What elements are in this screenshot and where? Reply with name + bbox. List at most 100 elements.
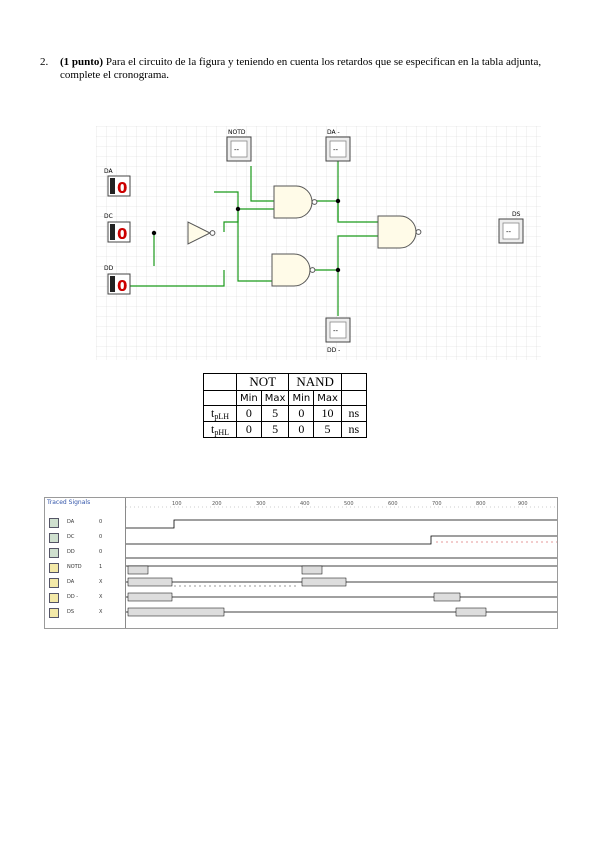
switch-dd-value: 0 <box>117 277 127 295</box>
subheader-max: Max <box>260 390 290 406</box>
nand-gate-top <box>273 185 318 219</box>
ruler-tick-label: 700 <box>432 501 442 507</box>
switch-dd-label: DD <box>104 265 114 272</box>
switch-dc-label: DC <box>104 213 113 220</box>
waveforms <box>126 519 557 617</box>
ruler-tick-label: 500 <box>344 501 354 507</box>
param-cell: tpHL <box>203 421 237 438</box>
signal-list: Traced Signals DA 0 DC 0 DD 0 NOTD 1 DA X DD … <box>45 498 126 628</box>
signal-name: DC <box>67 534 75 540</box>
probe-da-value: -- <box>333 146 339 154</box>
question-text: (1 punto) Para el circuito de la figura … <box>60 56 560 82</box>
delay-table-subheader: Min Max Min Max <box>203 390 367 406</box>
timing-title: Traced Signals <box>47 499 91 506</box>
signal-row[interactable]: DS X <box>47 606 123 619</box>
signal-value: 0 <box>99 549 103 555</box>
value-cell: 5 <box>260 405 290 422</box>
table-row: tpHL 0 5 0 5 ns <box>203 421 367 438</box>
header-nand: NAND <box>288 373 342 391</box>
signal-name: DA <box>67 579 75 585</box>
wires <box>124 156 378 316</box>
ruler-tick-label: 200 <box>212 501 222 507</box>
value-cell: 0 <box>288 405 315 422</box>
signal-name: DA <box>67 519 75 525</box>
probe-icon <box>49 593 59 603</box>
probe-icon <box>49 563 59 573</box>
switch-icon <box>49 548 59 558</box>
signal-name: NOTD <box>67 564 82 570</box>
table-row: tpLH 0 5 0 10 ns <box>203 405 367 422</box>
signal-value: X <box>99 609 103 615</box>
timing-diagram: Traced Signals DA 0 DC 0 DD 0 NOTD 1 DA X DD … <box>44 497 558 629</box>
signal-name: DD - <box>67 594 79 600</box>
question-points: (1 punto) <box>60 56 104 68</box>
value-cell: 0 <box>236 405 262 422</box>
ruler-tick-label: 300 <box>256 501 266 507</box>
switch-da[interactable]: DA 0 <box>104 168 131 197</box>
switch-dd[interactable]: DD 0 <box>104 265 131 295</box>
unit-cell: ns <box>340 421 367 438</box>
signal-value: 1 <box>99 564 103 570</box>
question-number: 2. <box>40 56 49 68</box>
probe-ds: DS -- <box>498 211 524 244</box>
junctions <box>151 198 341 273</box>
signal-name: DD <box>67 549 75 555</box>
question-statement: Para el circuito de la figura y teniendo… <box>60 56 542 81</box>
signal-value: 0 <box>99 519 103 525</box>
waveform-area: 100 200 300 400 500 600 700 800 900 <box>126 501 557 617</box>
signal-value: X <box>99 594 103 600</box>
probe-dd: -- DD - <box>325 317 351 354</box>
nand-gate-output <box>377 215 422 249</box>
probe-notd-value: -- <box>234 146 240 154</box>
delay-table: NOT NAND Min Max Min Max tpLH 0 5 0 10 n… <box>203 373 367 438</box>
subheader-max: Max <box>313 390 342 406</box>
subheader-min: Min <box>288 390 315 406</box>
ruler-tick-label: 400 <box>300 501 310 507</box>
value-cell: 0 <box>288 421 315 438</box>
probe-da-label: DA - <box>327 129 340 136</box>
not-gate <box>187 221 216 245</box>
probe-ds-label: DS <box>512 211 521 218</box>
unit-cell: ns <box>340 405 367 422</box>
switch-icon <box>49 518 59 528</box>
header-not: NOT <box>235 373 290 391</box>
ruler-tick-label: 100 <box>172 501 182 507</box>
grid-background <box>96 126 541 360</box>
signal-row[interactable]: DC 0 <box>47 531 123 544</box>
switch-icon <box>49 533 59 543</box>
signal-row[interactable]: DD 0 <box>47 546 123 559</box>
param-cell: tpLH <box>203 405 237 422</box>
probe-ds-value: -- <box>506 228 512 236</box>
ruler-tick-label: 600 <box>388 501 398 507</box>
value-cell: 5 <box>260 421 290 438</box>
circuit-diagram: DA 0 DC 0 DD 0 <box>96 126 541 360</box>
value-cell: 0 <box>236 421 262 438</box>
probe-da: DA - -- <box>325 129 351 162</box>
signal-name: DS <box>67 609 75 615</box>
ruler-tick-label: 900 <box>518 501 528 507</box>
circuit-canvas: DA 0 DC 0 DD 0 <box>96 126 541 360</box>
delay-table-header: NOT NAND <box>203 373 367 391</box>
signal-row[interactable]: NOTD 1 <box>47 561 123 574</box>
value-cell: 10 <box>313 405 342 422</box>
ruler-tick-label: 800 <box>476 501 486 507</box>
switch-da-label: DA <box>104 168 114 175</box>
signal-row[interactable]: DD - X <box>47 591 123 604</box>
switch-da-value: 0 <box>117 179 127 197</box>
probe-icon <box>49 608 59 618</box>
probe-notd-label: NOTD <box>228 129 246 136</box>
wave-dc <box>126 535 557 545</box>
signal-row[interactable]: DA 0 <box>47 516 123 529</box>
nand-gate-bottom <box>271 253 316 287</box>
probe-dd-label: DD - <box>327 347 340 354</box>
probe-dd-value: -- <box>333 327 339 335</box>
wave-da <box>126 519 557 529</box>
value-cell: 5 <box>313 421 342 438</box>
subheader-min: Min <box>236 390 262 406</box>
switch-dc-value: 0 <box>117 225 127 243</box>
signal-row[interactable]: DA X <box>47 576 123 589</box>
signal-value: 0 <box>99 534 103 540</box>
switch-dc[interactable]: DC 0 <box>104 213 131 243</box>
signal-value: X <box>99 579 103 585</box>
time-ruler: 100 200 300 400 500 600 700 800 900 <box>126 501 557 508</box>
